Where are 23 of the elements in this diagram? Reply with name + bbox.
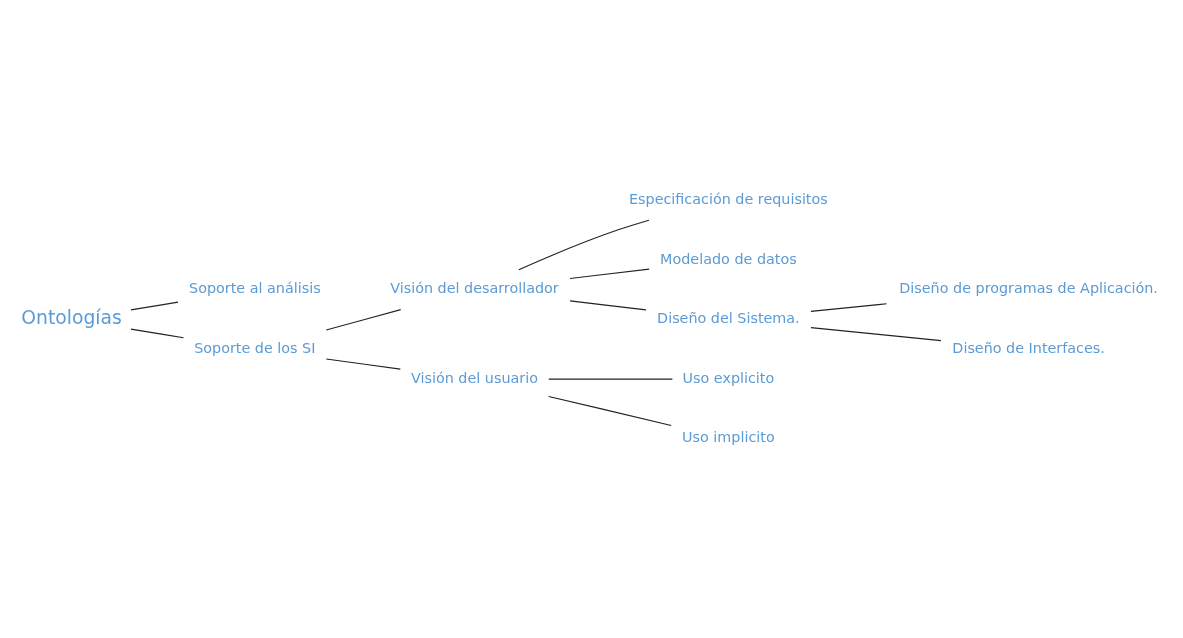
node-text: Diseño de programas de Aplicación. <box>899 279 1158 296</box>
node-text: Soporte al análisis <box>189 279 321 296</box>
node-text: Visión del desarrollador <box>390 279 559 296</box>
node-text: Especificación de requisitos <box>628 190 828 207</box>
node-text: Visión del usuario <box>411 369 538 386</box>
connector <box>548 378 673 380</box>
connector <box>569 299 647 310</box>
connector <box>130 301 179 310</box>
node-text: Uso implicito <box>682 428 775 445</box>
connector <box>810 326 942 341</box>
connector <box>548 395 672 426</box>
node-text: Soporte de los SI <box>194 339 316 356</box>
connector <box>325 308 402 331</box>
connector <box>810 302 888 312</box>
node-text: Ontologías <box>21 306 122 328</box>
connector <box>130 328 185 338</box>
connector <box>325 357 401 370</box>
connector <box>569 268 650 279</box>
connector <box>518 219 650 270</box>
node-text: Uso explicito <box>682 369 775 386</box>
node-text: Diseño de Interfaces. <box>952 339 1105 356</box>
node-text: Diseño del Sistema. <box>657 309 800 326</box>
node-text: Modelado de datos <box>660 250 797 267</box>
